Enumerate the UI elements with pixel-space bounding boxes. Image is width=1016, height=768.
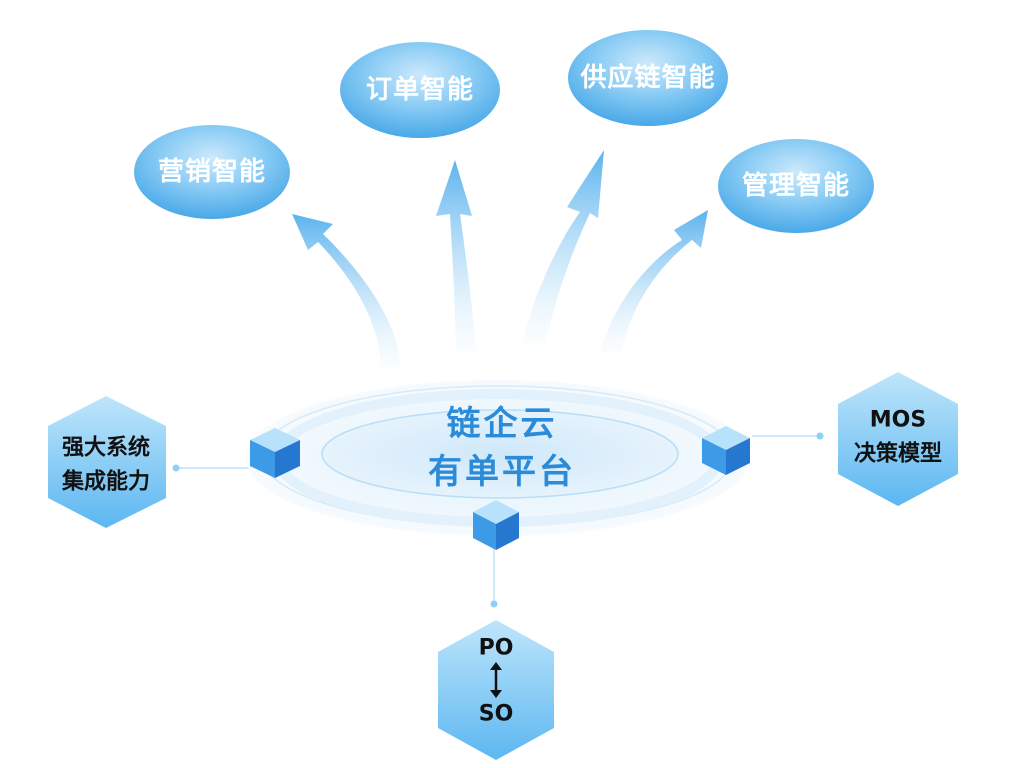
arrow-to-management [600, 210, 708, 352]
hexagon-po-so: PO SO [438, 620, 554, 760]
connector-dot-left [172, 464, 180, 472]
hexagon-mos-model-line1: MOS [870, 408, 926, 433]
bubble-management: 管理智能 [718, 139, 874, 233]
double-arrow-icon [490, 662, 502, 698]
hexagon-system-integration: 强大系统 集成能力 [48, 396, 166, 528]
bubble-management-label: 管理智能 [742, 170, 850, 201]
arrow-to-supply-chain [522, 150, 604, 344]
cube-bottom [473, 500, 519, 550]
hexagon-system-integration-line2: 集成能力 [61, 469, 150, 495]
hexagon-mos-model: MOS 决策模型 [838, 372, 958, 506]
hexagon-po-label: PO [479, 636, 514, 661]
bubble-marketing-label: 营销智能 [158, 156, 266, 187]
hexagon-system-integration-line1: 强大系统 [62, 435, 150, 461]
bubble-marketing: 营销智能 [134, 125, 290, 219]
arrows [292, 150, 708, 368]
bubble-order: 订单智能 [340, 42, 500, 138]
cube-right [702, 426, 750, 475]
platform-title-line2: 有单平台 [428, 452, 576, 492]
connector-dot-right [816, 432, 824, 440]
connector-dot-bottom [490, 600, 498, 608]
bubble-supply-chain: 供应链智能 [568, 30, 728, 126]
platform-title-line1: 链企云 [447, 404, 558, 444]
arrow-to-order [436, 160, 476, 352]
cube-left [250, 428, 300, 478]
hexagon-mos-model-line2: 决策模型 [854, 441, 942, 467]
bubble-supply-chain-label: 供应链智能 [579, 62, 715, 93]
hexagon-so-label: SO [479, 702, 514, 727]
connectors [176, 435, 818, 602]
arrow-to-marketing [292, 214, 401, 368]
bubble-order-label: 订单智能 [366, 74, 474, 105]
